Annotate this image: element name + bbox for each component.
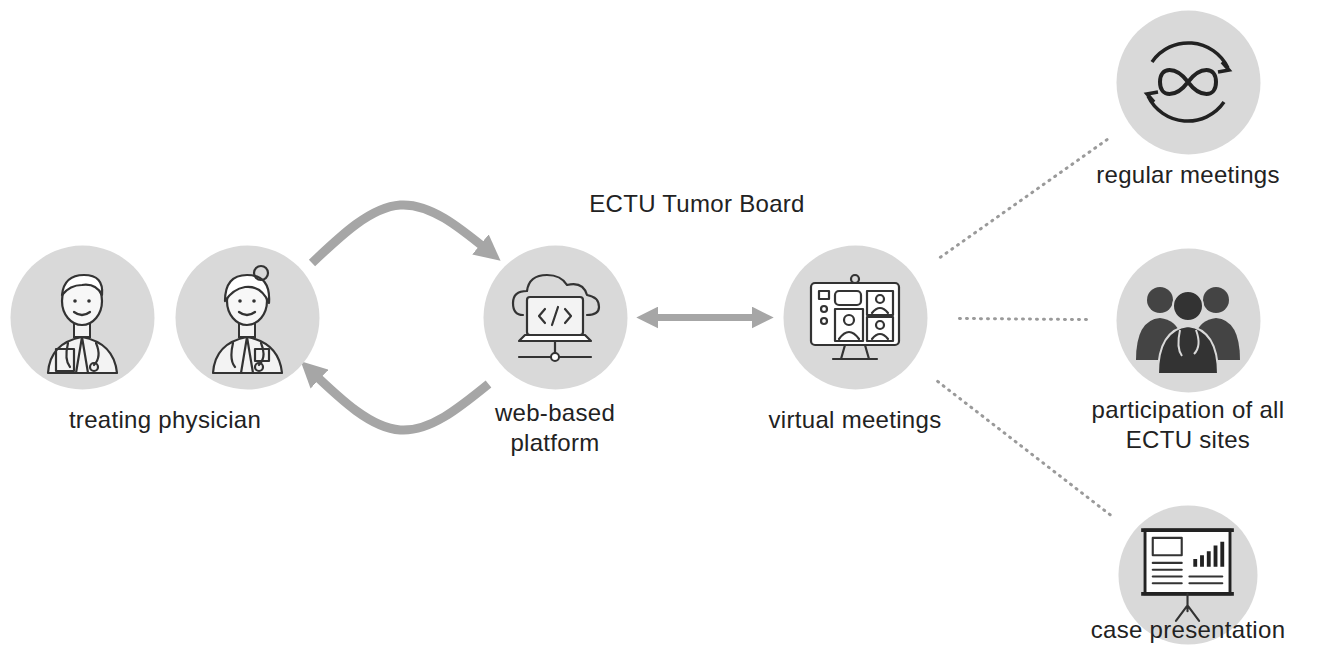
dotted-connector — [938, 381, 1114, 517]
icon-node: virtual meetings — [735, 245, 975, 435]
icon-circle — [783, 245, 928, 390]
icon-node: regular meetings — [1058, 10, 1317, 190]
icon-circle — [10, 245, 320, 390]
icon-circle — [1116, 10, 1261, 155]
icon-circle — [483, 245, 628, 390]
dotted-connector — [959, 318, 1091, 319]
icon-node: treating physician — [10, 245, 320, 435]
arrow-connector — [650, 314, 761, 321]
diagram-title: ECTU Tumor Board — [589, 190, 805, 218]
icon-circle — [1116, 248, 1261, 393]
arrow-connector — [312, 205, 489, 263]
arrow-connector — [312, 372, 489, 430]
node-label: web-based platform — [475, 398, 635, 458]
icon-node: web-based platform — [475, 245, 635, 458]
node-label: case presentation — [1091, 615, 1286, 645]
icon-node: case presentation — [1068, 505, 1308, 645]
icon-node: participation of all ECTU sites — [1088, 248, 1288, 455]
node-label: virtual meetings — [769, 405, 942, 435]
dotted-connector — [940, 138, 1109, 257]
node-label: treating physician — [69, 405, 261, 435]
node-label: regular meetings — [1096, 160, 1280, 190]
node-label: participation of all ECTU sites — [1088, 395, 1288, 455]
